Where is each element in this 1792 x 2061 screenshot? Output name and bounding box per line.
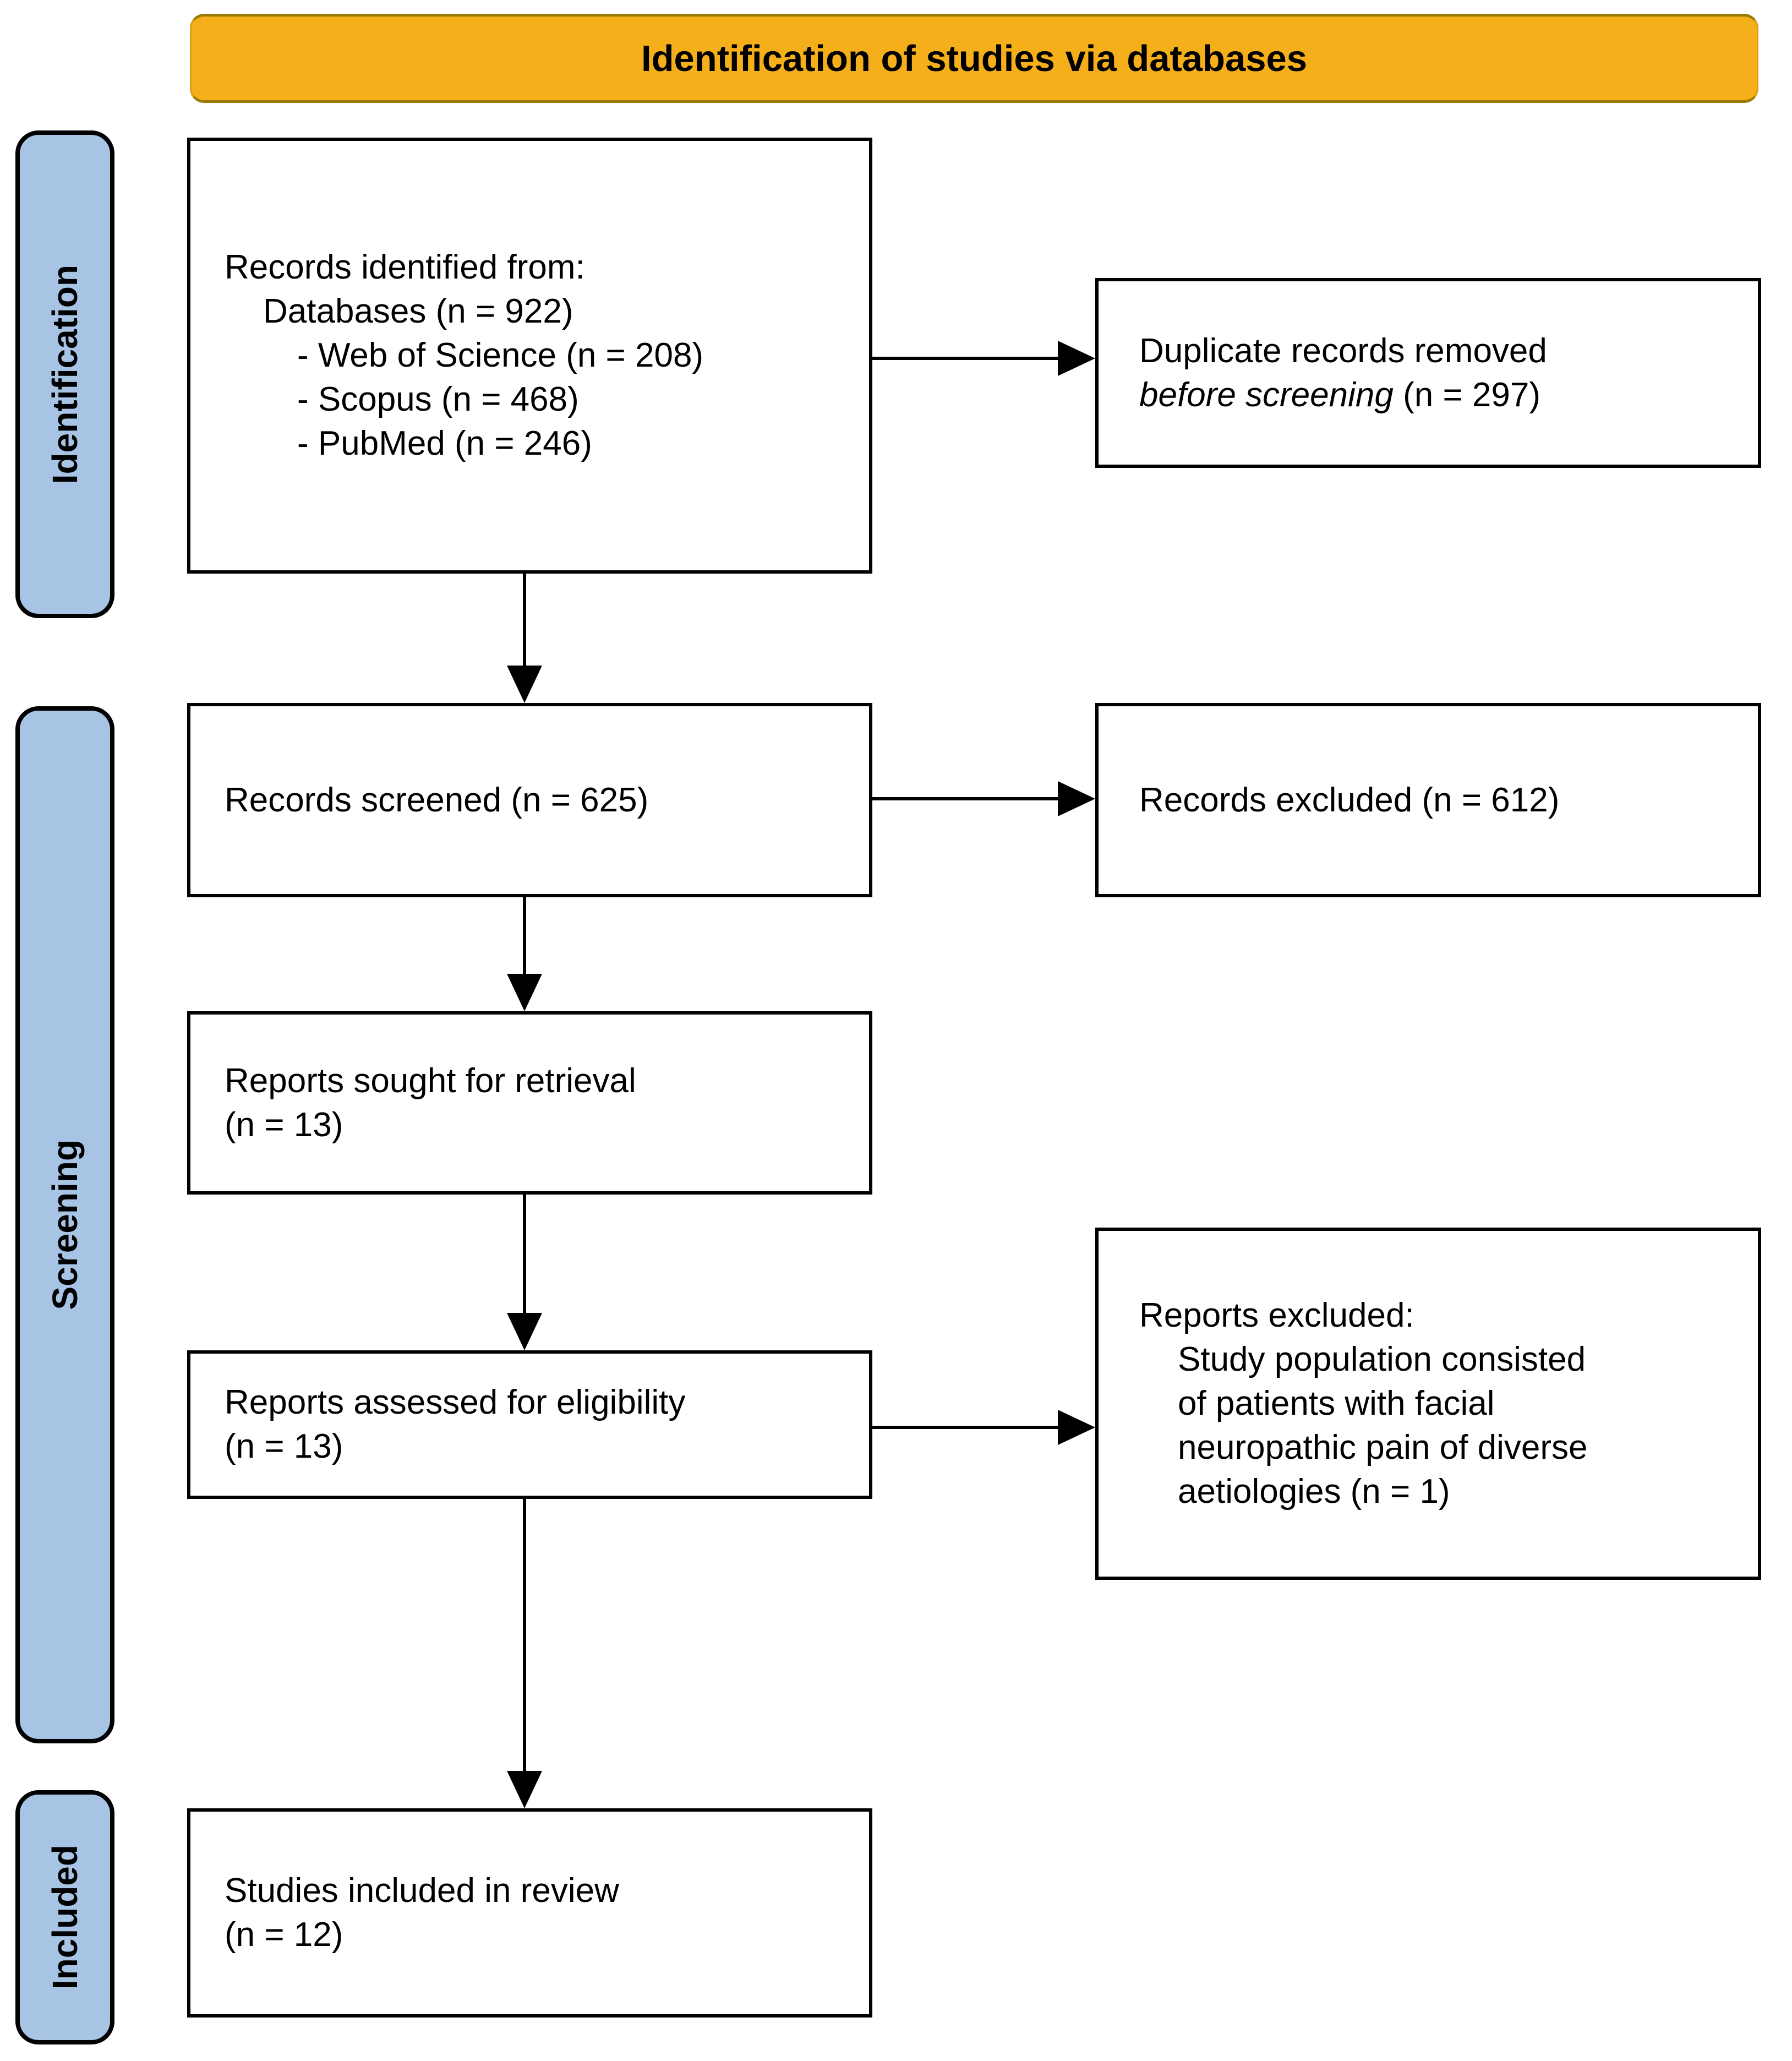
stage-bar-included: Included — [15, 1790, 114, 2044]
reports-excluded-detail-line: aetiologies (n = 1) — [1178, 1473, 1450, 1511]
records-identified-line: - Scopus (n = 468) — [297, 380, 579, 418]
stage-bar-screening: Screening — [15, 706, 114, 1743]
reports-excluded-detail-line: neuropathic pain of diverse — [1178, 1428, 1588, 1466]
box-reports-assessed: Reports assessed for eligibility (n = 13… — [187, 1350, 872, 1499]
arrow-assessed-to-reports-excluded-head — [1058, 1410, 1095, 1445]
arrow-identified-to-duplicates-head — [1058, 341, 1095, 376]
box-studies-included: Studies included in review (n = 12) — [187, 1808, 872, 2018]
arrow-screened-to-sought-head — [507, 974, 542, 1011]
reports-assessed-line: Reports assessed for eligibility — [225, 1383, 686, 1421]
box-records-screened: Records screened (n = 625) — [187, 703, 872, 897]
arrow-screened-to-excluded-head — [1058, 781, 1095, 816]
studies-included-line: Studies included in review — [225, 1872, 619, 1910]
arrow-identified-to-screened-head — [507, 666, 542, 703]
studies-included-line: (n = 12) — [225, 1916, 343, 1954]
arrow-sought-to-assessed-stem — [523, 1195, 526, 1315]
records-identified-line: - Web of Science (n = 208) — [297, 336, 704, 374]
reports-excluded-title: Reports excluded: — [1139, 1296, 1414, 1334]
duplicates-removed-line: Duplicate records removed — [1139, 331, 1547, 370]
diagram-title-banner: Identification of studies via databases — [190, 14, 1758, 103]
box-records-excluded: Records excluded (n = 612) — [1095, 703, 1761, 897]
reports-sought-line: Reports sought for retrieval — [225, 1061, 636, 1100]
duplicates-removed-line: before screening (n = 297) — [1139, 373, 1747, 417]
diagram-title: Identification of studies via databases — [641, 37, 1308, 79]
arrow-screened-to-sought-stem — [523, 897, 526, 975]
reports-sought-line: (n = 13) — [225, 1105, 343, 1144]
arrow-sought-to-assessed-head — [507, 1313, 542, 1350]
duplicates-removed-count: (n = 297) — [1393, 375, 1540, 414]
arrow-screened-to-excluded-stem — [872, 797, 1059, 800]
box-records-identified: Records identified from: Databases (n = … — [187, 138, 872, 574]
arrow-assessed-to-reports-excluded-stem — [872, 1426, 1059, 1429]
records-identified-line: - PubMed (n = 246) — [297, 424, 592, 462]
box-reports-sought: Reports sought for retrieval (n = 13) — [187, 1011, 872, 1195]
reports-excluded-detail-line: of patients with facial — [1178, 1384, 1495, 1422]
stage-label-screening: Screening — [45, 1139, 85, 1310]
arrow-assessed-to-included-stem — [523, 1499, 526, 1773]
arrow-identified-to-duplicates-stem — [872, 357, 1059, 360]
records-identified-line: Records identified from: — [225, 248, 585, 286]
box-reports-excluded: Reports excluded: Study population consi… — [1095, 1228, 1761, 1580]
records-identified-line: Databases (n = 922) — [263, 292, 573, 330]
box-duplicate-records-removed: Duplicate records removed before screeni… — [1095, 278, 1761, 468]
arrow-assessed-to-included-head — [507, 1771, 542, 1808]
stage-label-included: Included — [45, 1845, 85, 1990]
stage-bar-identification: Identification — [15, 130, 114, 618]
stage-label-identification: Identification — [45, 264, 85, 484]
duplicates-removed-italic: before screening — [1139, 375, 1394, 414]
records-excluded-text: Records excluded (n = 612) — [1139, 781, 1560, 819]
reports-excluded-detail-line: Study population consisted — [1178, 1340, 1586, 1378]
arrow-identified-to-screened-stem — [523, 574, 526, 667]
reports-assessed-line: (n = 13) — [225, 1427, 343, 1465]
records-screened-text: Records screened (n = 625) — [225, 781, 649, 819]
